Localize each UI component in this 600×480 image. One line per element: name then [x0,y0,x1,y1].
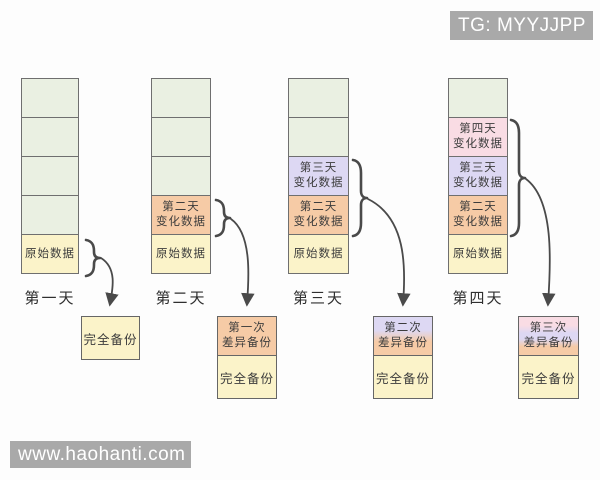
day3-backup-arrow [367,198,411,307]
day3-change-cell: 第三天 变化数据 [448,156,508,196]
day4-backup-arrow [525,178,556,307]
day2-backup: 第一次 差异备份 完全备份 [217,316,277,399]
day3-brace [351,158,369,238]
unused-block-cell [288,78,349,118]
unused-block-cell [151,117,211,157]
unused-block-cell [151,78,211,118]
full-backup-box: 完全备份 [518,355,579,399]
differential-backup-box: 第三次 差异备份 [518,316,579,356]
unused-block-cell [21,78,79,118]
original-data-cell: 原始数据 [448,234,508,274]
full-backup-box: 完全备份 [373,355,433,399]
day4-stack: 第四天 变化数据 第三天 变化数据 第二天 变化数据 原始数据 [448,78,508,274]
day4-backup: 第三次 差异备份 完全备份 [518,316,579,399]
differential-backup-box: 第一次 差异备份 [217,316,277,356]
day2-brace [214,198,232,238]
unused-block-cell [21,117,79,157]
original-data-cell: 原始数据 [151,234,211,274]
day4-label: 第四天 [452,290,504,307]
unused-block-cell [151,156,211,196]
day1-stack: 原始数据 [21,78,79,274]
day1-backup: 完全备份 [81,316,140,360]
differential-backup-box: 第二次 差异备份 [373,316,433,356]
day2-change-cell: 第二天 变化数据 [288,195,349,235]
full-backup-box: 完全备份 [217,355,277,399]
unused-block-cell [448,78,508,118]
day4-change-cell: 第四天 变化数据 [448,117,508,157]
day3-label: 第三天 [292,290,344,307]
day1-brace [84,238,102,278]
full-backup-box: 完全备份 [81,316,140,360]
original-data-cell: 原始数据 [21,234,79,274]
day3-stack: 第三天 变化数据 第二天 变化数据 原始数据 [288,78,349,274]
telegram-watermark: TG: MYYJJPP [450,11,593,40]
day2-change-cell: 第二天 变化数据 [151,195,211,235]
original-data-cell: 原始数据 [288,234,349,274]
day2-label: 第二天 [155,290,207,307]
website-watermark: www.haohanti.com [10,441,191,468]
day2-change-cell: 第二天 变化数据 [448,195,508,235]
unused-block-cell [21,195,79,235]
day1-backup-arrow [100,257,119,307]
day2-backup-arrow [230,218,255,307]
unused-block-cell [288,117,349,157]
day3-backup: 第二次 差异备份 完全备份 [373,316,433,399]
day4-brace [509,118,527,238]
day2-stack: 第二天 变化数据 原始数据 [151,78,211,274]
unused-block-cell [21,156,79,196]
day1-label: 第一天 [24,290,76,307]
day3-change-cell: 第三天 变化数据 [288,156,349,196]
